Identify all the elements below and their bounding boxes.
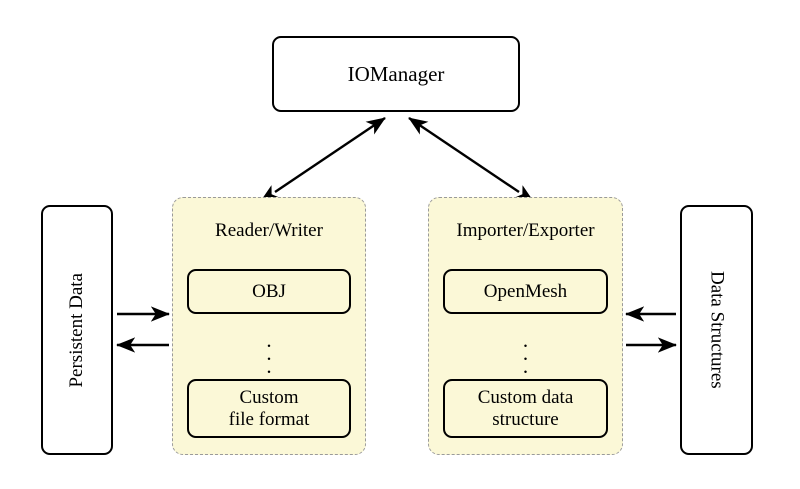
custom-file-format-line1: Custom: [239, 386, 299, 408]
custom-data-structure-line2: structure: [492, 408, 559, 430]
arrow-iomanager-importerexporter: [408, 117, 535, 203]
data-structures-label: Data Structures: [706, 271, 728, 389]
group-reader-writer-title: Reader/Writer: [215, 220, 323, 241]
ellipsis-reader-writer: ...: [266, 328, 272, 379]
node-iomanager[interactable]: IOManager: [272, 36, 520, 112]
arrow-iomanager-readerwriter: [259, 117, 386, 203]
node-persistent-data[interactable]: Persistent Data: [41, 205, 113, 455]
group-importer-exporter-title: Importer/Exporter: [456, 220, 595, 241]
node-custom-file-format[interactable]: Custom file format: [187, 379, 351, 438]
custom-file-format-line2: file format: [228, 408, 310, 430]
node-data-structures[interactable]: Data Structures: [680, 205, 753, 455]
custom-data-structure-line1: Custom data: [477, 386, 574, 408]
ellipsis-importer-exporter: ...: [522, 328, 529, 379]
node-custom-data-structure[interactable]: Custom data structure: [443, 379, 608, 438]
persistent-data-label: Persistent Data: [66, 272, 88, 388]
node-openmesh[interactable]: OpenMesh: [443, 269, 608, 314]
node-obj[interactable]: OBJ: [187, 269, 351, 314]
